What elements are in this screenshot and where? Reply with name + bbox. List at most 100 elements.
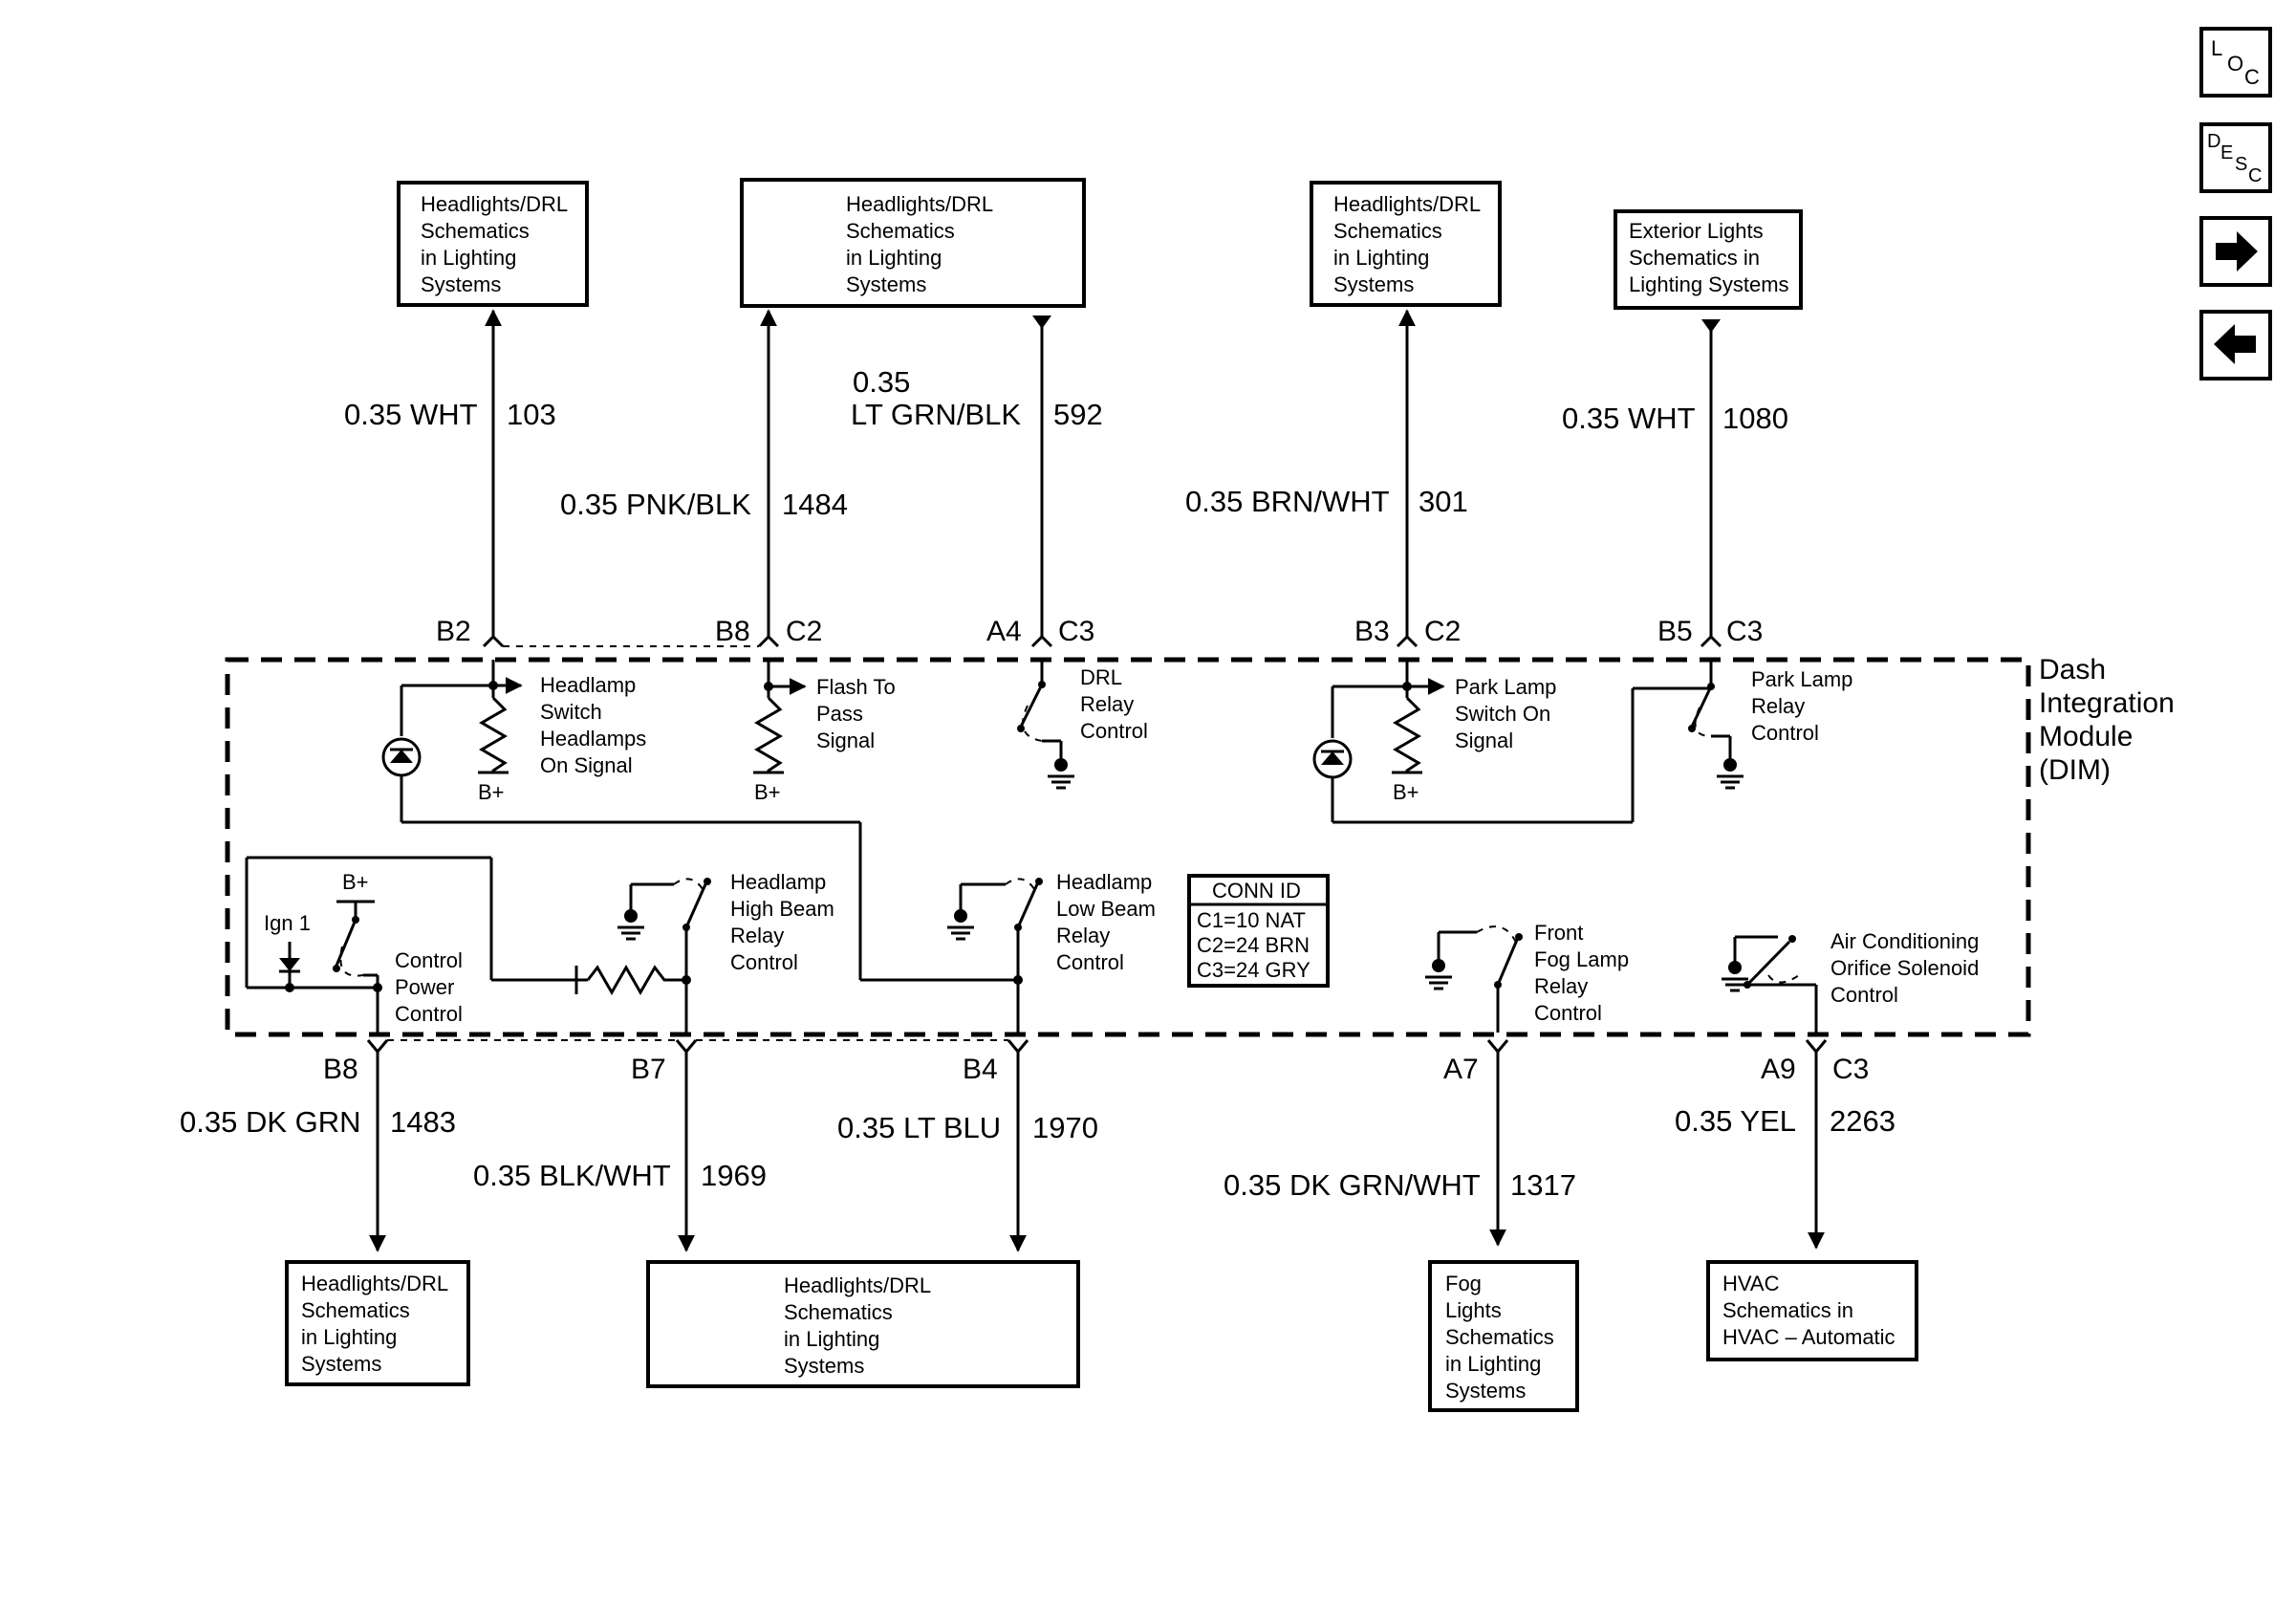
box-top-exterior-lights[interactable]: Exterior Lights Schematics in Lighting S… bbox=[1614, 209, 1803, 310]
box-line: in Lighting bbox=[1445, 1352, 1541, 1376]
circuit-label: Headlamp bbox=[540, 673, 636, 697]
wire-color: 0.35 BRN/WHT bbox=[1185, 485, 1390, 518]
wire-1970: 0.35 LT BLU 1970 bbox=[837, 1052, 1098, 1252]
bottom-pins: B8 B7 B4 A7 A9 C3 bbox=[323, 1039, 1869, 1085]
circuit-label: Orifice Solenoid bbox=[1830, 956, 1979, 980]
box-bottom-headlights-drl-2[interactable]: Headlights/DRL Schematics in Lighting Sy… bbox=[646, 1260, 1080, 1388]
circuit-label: Flash To bbox=[816, 675, 896, 699]
wire-1483: 0.35 DK GRN 1483 bbox=[180, 1052, 456, 1252]
pin-label: B7 bbox=[631, 1054, 666, 1085]
conn-id-row: C1=10 NAT bbox=[1197, 908, 1306, 932]
circuit-label: DRL bbox=[1080, 665, 1122, 689]
circuit-number: 103 bbox=[507, 398, 556, 431]
pin-label: B5 bbox=[1657, 616, 1693, 647]
flash-to-pass-circuit: B+ Flash To Pass Signal bbox=[753, 660, 896, 804]
wire-color: 0.35 BLK/WHT bbox=[473, 1159, 671, 1192]
pin-label: A9 bbox=[1761, 1054, 1796, 1085]
box-line: Schematics in bbox=[1629, 246, 1760, 270]
circuit-label: Headlamp bbox=[1056, 870, 1152, 894]
box-line: Schematics bbox=[1445, 1325, 1554, 1349]
prev-button[interactable] bbox=[2199, 310, 2272, 381]
wire-color: 0.35 DK GRN bbox=[180, 1105, 361, 1139]
box-line: in Lighting bbox=[784, 1327, 879, 1351]
box-top-headlights-drl-2[interactable]: Headlights/DRL Schematics in Lighting Sy… bbox=[740, 178, 1086, 308]
circuit-label: Switch bbox=[540, 700, 602, 724]
box-line: Schematics bbox=[784, 1300, 893, 1324]
circuit-label: Control bbox=[1080, 719, 1148, 743]
box-line: Schematics bbox=[846, 219, 955, 243]
wire-1317: 0.35 DK GRN/WHT 1317 bbox=[1224, 1052, 1576, 1247]
box-line: in Lighting bbox=[846, 246, 942, 270]
box-line: Systems bbox=[1333, 272, 1414, 296]
circuit-label: Relay bbox=[730, 924, 784, 947]
box-line: Lights bbox=[1445, 1298, 1502, 1322]
loc-letter: O bbox=[2227, 52, 2243, 76]
circuit-label: Signal bbox=[816, 729, 875, 752]
circuit-label: Control bbox=[1751, 721, 1819, 745]
wire-color: 0.35 DK GRN/WHT bbox=[1224, 1168, 1481, 1202]
wire-1484: 0.35 PNK/BLK 1484 bbox=[560, 309, 848, 639]
circuit-label: Control bbox=[395, 1002, 463, 1026]
circuit-number: 301 bbox=[1419, 485, 1468, 518]
module-label: Integration bbox=[2039, 687, 2175, 719]
connector-label: C2 bbox=[786, 616, 822, 647]
wire-color: 0.35 WHT bbox=[1562, 402, 1696, 435]
box-line: Headlights/DRL bbox=[846, 192, 993, 216]
ign1-label: Ign 1 bbox=[264, 911, 311, 935]
wire-1080: 0.35 WHT 1080 bbox=[1562, 319, 1788, 639]
high-beam-relay-circuit: Headlamp High Beam Relay Control bbox=[617, 870, 834, 1033]
circuit-label: Headlamp bbox=[730, 870, 826, 894]
circuit-label: Headlamps bbox=[540, 727, 646, 751]
next-button[interactable] bbox=[2199, 216, 2272, 287]
box-line: in Lighting bbox=[421, 246, 516, 270]
circuit-label: Control bbox=[1534, 1001, 1602, 1025]
circuit-number: 1080 bbox=[1722, 402, 1788, 435]
conn-id-table: CONN ID C1=10 NAT C2=24 BRN C3=24 GRY bbox=[1187, 874, 1330, 988]
circuit-label: High Beam bbox=[730, 897, 834, 921]
conn-id-row: C3=24 GRY bbox=[1197, 958, 1310, 982]
box-top-headlights-drl-1[interactable]: Headlights/DRL Schematics in Lighting Sy… bbox=[397, 181, 589, 307]
conn-id-row: C2=24 BRN bbox=[1197, 933, 1310, 957]
box-line: Schematics bbox=[1333, 219, 1442, 243]
box-line: Headlights/DRL bbox=[301, 1272, 448, 1295]
connector-label: C2 bbox=[1424, 616, 1461, 647]
box-line: HVAC bbox=[1722, 1272, 1780, 1295]
park-lamp-relay-circuit: Park Lamp Relay Control bbox=[1688, 660, 1852, 790]
wire-color: LT GRN/BLK bbox=[851, 398, 1021, 431]
box-line: Systems bbox=[846, 272, 926, 296]
box-bottom-headlights-drl-1[interactable]: Headlights/DRL Schematics in Lighting Sy… bbox=[285, 1260, 470, 1386]
circuit-label: Relay bbox=[1080, 692, 1134, 716]
top-pins: B2 B8 C2 A4 C3 B3 C2 B5 C3 bbox=[436, 616, 1763, 648]
bplus-label: B+ bbox=[754, 780, 781, 804]
circuit-label: Control bbox=[1056, 950, 1124, 974]
box-line: Fog bbox=[1445, 1272, 1482, 1295]
circuit-label: Low Beam bbox=[1056, 897, 1156, 921]
fog-lamp-relay-circuit: Front Fog Lamp Relay Control bbox=[1425, 921, 1629, 1033]
circuit-number: 2263 bbox=[1830, 1104, 1895, 1138]
circuit-label: Air Conditioning bbox=[1830, 929, 1979, 953]
desc-letter: S bbox=[2235, 154, 2247, 175]
box-top-headlights-drl-3[interactable]: Headlights/DRL Schematics in Lighting Sy… bbox=[1310, 181, 1502, 307]
headlamp-switch-circuit: B+ Headlamp Switch Headlamps On Signal bbox=[381, 660, 862, 980]
pin-label: B4 bbox=[963, 1054, 998, 1085]
circuit-label: Park Lamp bbox=[1455, 675, 1556, 699]
box-bottom-hvac[interactable]: HVAC Schematics in HVAC – Automatic bbox=[1706, 1260, 1918, 1361]
dash-integration-module: Dash Integration Module (DIM) bbox=[225, 654, 2175, 1037]
box-line: Exterior Lights bbox=[1629, 219, 1764, 243]
pin-label: B2 bbox=[436, 616, 471, 647]
desc-button[interactable]: D E S C bbox=[2199, 122, 2272, 193]
pin-label: A7 bbox=[1443, 1054, 1479, 1085]
circuit-label: Relay bbox=[1056, 924, 1110, 947]
circuit-label: Park Lamp bbox=[1751, 667, 1852, 691]
connector-label: C3 bbox=[1058, 616, 1094, 647]
box-line: Schematics in bbox=[1722, 1298, 1853, 1322]
box-line: Systems bbox=[784, 1354, 864, 1378]
bplus-label: B+ bbox=[1393, 780, 1419, 804]
box-bottom-fog-lights[interactable]: Fog Lights Schematics in Lighting System… bbox=[1428, 1260, 1579, 1412]
desc-letter: D bbox=[2207, 131, 2220, 152]
drl-relay-circuit: DRL Relay Control bbox=[1017, 660, 1148, 790]
box-line: in Lighting bbox=[1333, 246, 1429, 270]
circuit-label: Control bbox=[395, 948, 463, 972]
loc-button[interactable]: L O C bbox=[2199, 27, 2272, 98]
